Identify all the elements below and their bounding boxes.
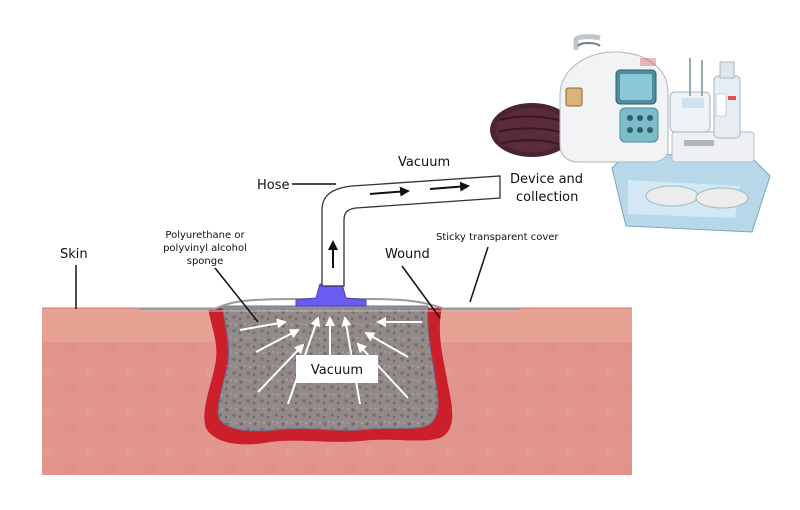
hose-flow-arrow-right-1	[369, 186, 410, 197]
cover-leader	[469, 246, 489, 303]
hose-flow-arrow-right-2	[429, 181, 470, 192]
sponge-label-line1: Polyurethane or	[165, 230, 245, 241]
hose-connector	[295, 283, 367, 307]
vacuum-arrow	[239, 318, 287, 331]
cover-label: Sticky transparent cover	[436, 232, 559, 243]
hose-label: Hose	[257, 178, 290, 193]
vacuum-label-box	[296, 355, 378, 383]
hose	[321, 175, 501, 287]
device-base	[671, 131, 755, 163]
device-label-line1: Device and	[510, 172, 583, 187]
wound-leader	[401, 265, 441, 319]
device-photo	[490, 34, 771, 233]
sponge-label-line3: sponge	[187, 256, 224, 267]
device-base-slot	[684, 140, 714, 146]
vacuum-arrow	[255, 329, 300, 353]
device-label-line2: collection	[516, 190, 578, 205]
vacuum-top-label: Vacuum	[398, 155, 450, 170]
sponge-label-line2: polyvinyl alcohol	[163, 243, 247, 254]
vacuum-arrow	[356, 342, 409, 399]
sponge-disc-photo	[490, 103, 574, 157]
vacuum-center-label: Vacuum	[311, 363, 363, 378]
vacuum-arrow	[257, 343, 305, 393]
skin-label: Skin	[60, 247, 88, 262]
collection-bottle-photo	[669, 58, 741, 139]
sterile-kit-photo	[611, 151, 771, 233]
vacuum-arrow	[364, 332, 409, 358]
wound-label: Wound	[385, 247, 430, 262]
transparent-cover	[140, 298, 520, 310]
vac-device-photo	[559, 34, 669, 163]
sponge-leader	[214, 267, 259, 323]
